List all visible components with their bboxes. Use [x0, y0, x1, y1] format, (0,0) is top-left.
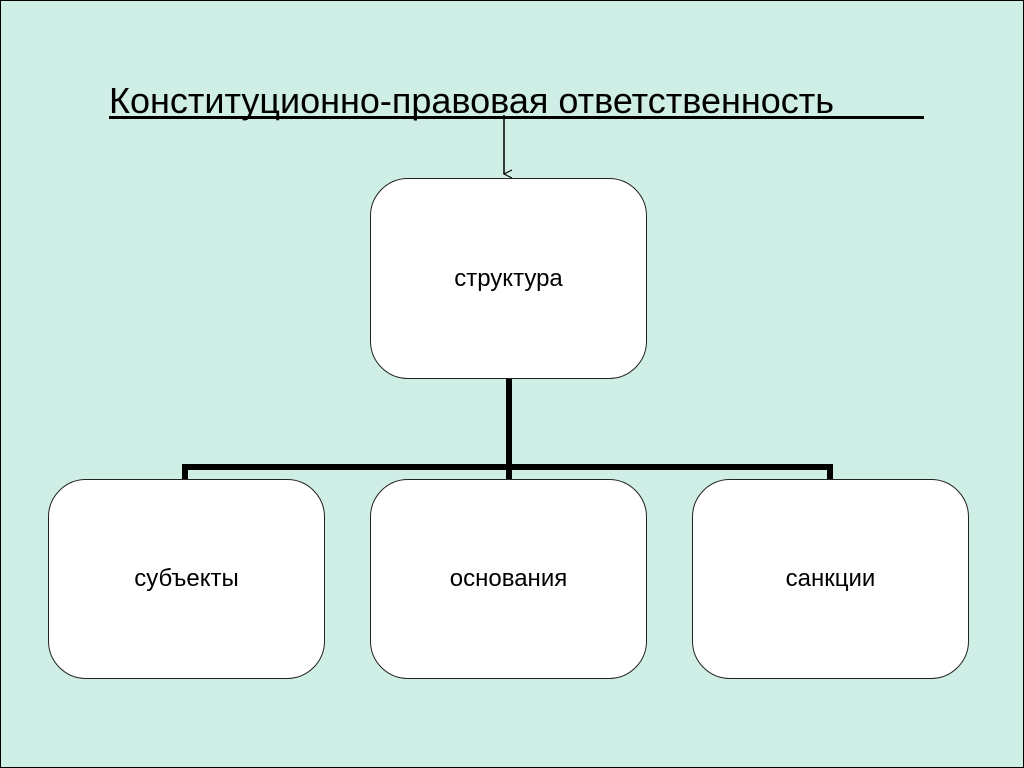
- title-underline: [109, 116, 924, 119]
- node-sanctions: санкции: [692, 479, 969, 679]
- node-sanctions-label: санкции: [785, 565, 876, 592]
- diagram-title: Конституционно-правовая ответственность: [109, 80, 835, 121]
- node-structure: структура: [370, 178, 647, 379]
- node-grounds-label: основания: [449, 565, 568, 592]
- node-structure-label: структура: [454, 264, 563, 292]
- node-grounds: основания: [370, 479, 647, 679]
- node-subjects-label: субъекты: [134, 565, 239, 592]
- node-subjects: субъекты: [48, 479, 325, 679]
